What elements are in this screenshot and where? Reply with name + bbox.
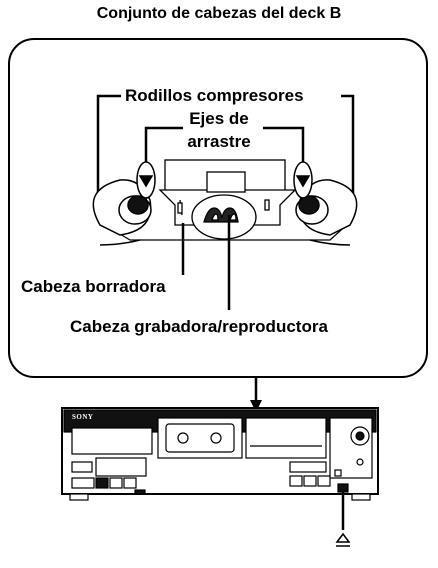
record-play-head-label: Cabeza grabadora/reproductora <box>70 317 328 336</box>
right-pinch-roller <box>293 161 358 246</box>
head-assembly <box>158 159 297 240</box>
callout-arrow <box>250 378 262 412</box>
capstans-label-line1: Ejes de <box>189 109 249 128</box>
head-assembly-callout <box>8 38 428 378</box>
erase-head-label: Cabeza borradora <box>21 277 166 296</box>
deck-brand-logo: SONY <box>72 413 94 421</box>
head-leaders <box>181 215 231 310</box>
capstans-label-line2: arrastre <box>187 132 251 151</box>
pinch-roller-leaders <box>96 94 355 200</box>
eject-icon <box>335 532 351 547</box>
pinch-rollers-label: Rodillos compresores <box>125 86 304 105</box>
cassette-deck <box>61 407 379 501</box>
diagram-title: Conjunto de cabezas del deck B <box>96 5 342 22</box>
left-pinch-roller <box>92 150 156 246</box>
